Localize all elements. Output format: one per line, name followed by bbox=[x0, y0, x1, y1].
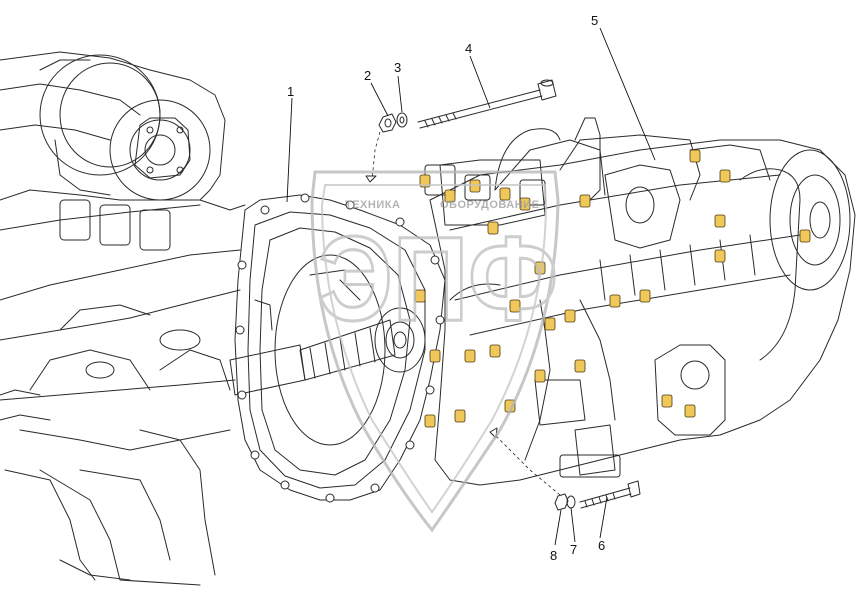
callout-4: 4 bbox=[465, 41, 472, 56]
bolt-heads-highlighted bbox=[414, 149, 811, 428]
engine-block bbox=[0, 51, 246, 586]
pulley-assembly bbox=[39, 54, 211, 201]
callout-3: 3 bbox=[394, 60, 401, 75]
callout-7: 7 bbox=[570, 542, 577, 557]
part-4-long-bolt bbox=[417, 79, 557, 129]
callout-6: 6 bbox=[598, 538, 605, 553]
part-8-nut bbox=[554, 493, 569, 511]
watermark-top-text: ТЕХНИКА bbox=[345, 199, 400, 211]
callout-2: 2 bbox=[364, 68, 371, 83]
part-2-nut bbox=[378, 113, 397, 133]
part-7-washer bbox=[566, 495, 576, 509]
callouts: 1 2 3 4 5 6 7 8 bbox=[286, 13, 656, 563]
part-3-washer bbox=[396, 112, 408, 128]
watermark-mark: ЭПФ bbox=[318, 212, 558, 346]
watermark-logo: ТЕХНИКА ОБОРУДОВАНИЕ ЭПФ bbox=[310, 170, 560, 533]
callout-5: 5 bbox=[591, 13, 598, 28]
part-6-bolt bbox=[579, 480, 641, 509]
clutch-housing bbox=[229, 193, 446, 503]
callout-8: 8 bbox=[550, 548, 557, 563]
callout-1: 1 bbox=[287, 84, 294, 99]
watermark-top-text-2: ОБОРУДОВАНИЕ bbox=[440, 199, 539, 211]
